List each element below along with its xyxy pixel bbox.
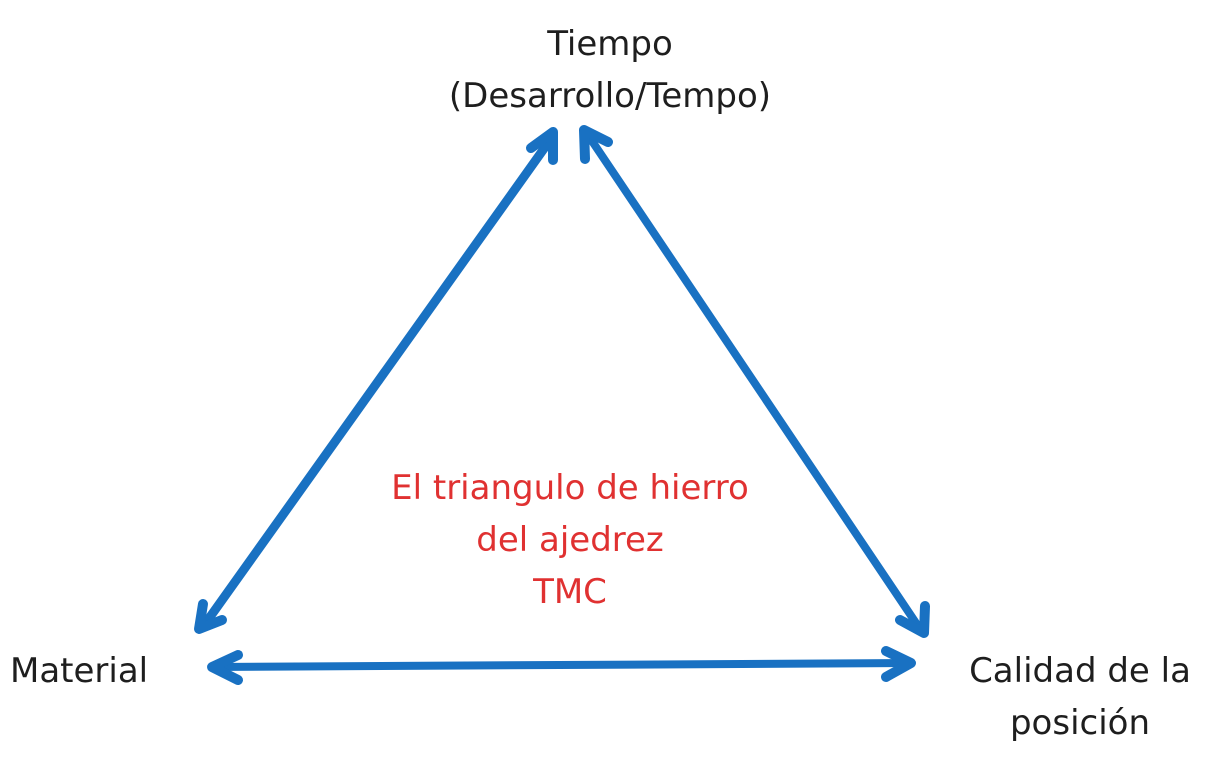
arrowhead-to-tiempo — [526, 127, 558, 165]
arrow-shaft — [200, 138, 553, 629]
diagram-title: El triangulo de hierro del ajedrez TMC — [310, 462, 830, 618]
arrow-shaft — [586, 134, 922, 630]
diagram-title-line-3: TMC — [533, 572, 607, 612]
diagram-title-line-1: El triangulo de hierro — [391, 468, 749, 508]
arrowhead-to-calidad — [895, 601, 930, 638]
node-tiempo-line-1: Tiempo — [547, 24, 673, 64]
node-tiempo-line-2: (Desarrollo/Tempo) — [448, 76, 772, 116]
edge-time-quality — [579, 125, 930, 638]
arrowhead-to-calidad — [881, 646, 916, 682]
diagram-title-line-2: del ajedrez — [476, 520, 664, 560]
edge-material-quality — [207, 646, 916, 685]
node-material-line-1: Material — [10, 651, 149, 691]
node-calidad-line-1: Calidad de la — [969, 651, 1191, 691]
node-material-label: Material — [10, 645, 190, 697]
arrowhead-to-tiempo — [579, 125, 613, 164]
arrowhead-to-material — [194, 599, 227, 634]
node-calidad-label: Calidad de la posición — [945, 645, 1215, 749]
arrowhead-to-material — [207, 650, 243, 685]
node-calidad-line-2: posición — [1009, 703, 1151, 743]
arrow-shaft — [208, 659, 912, 671]
edge-time-material — [194, 127, 558, 634]
node-tiempo-label: Tiempo (Desarrollo/Tempo) — [340, 18, 880, 122]
